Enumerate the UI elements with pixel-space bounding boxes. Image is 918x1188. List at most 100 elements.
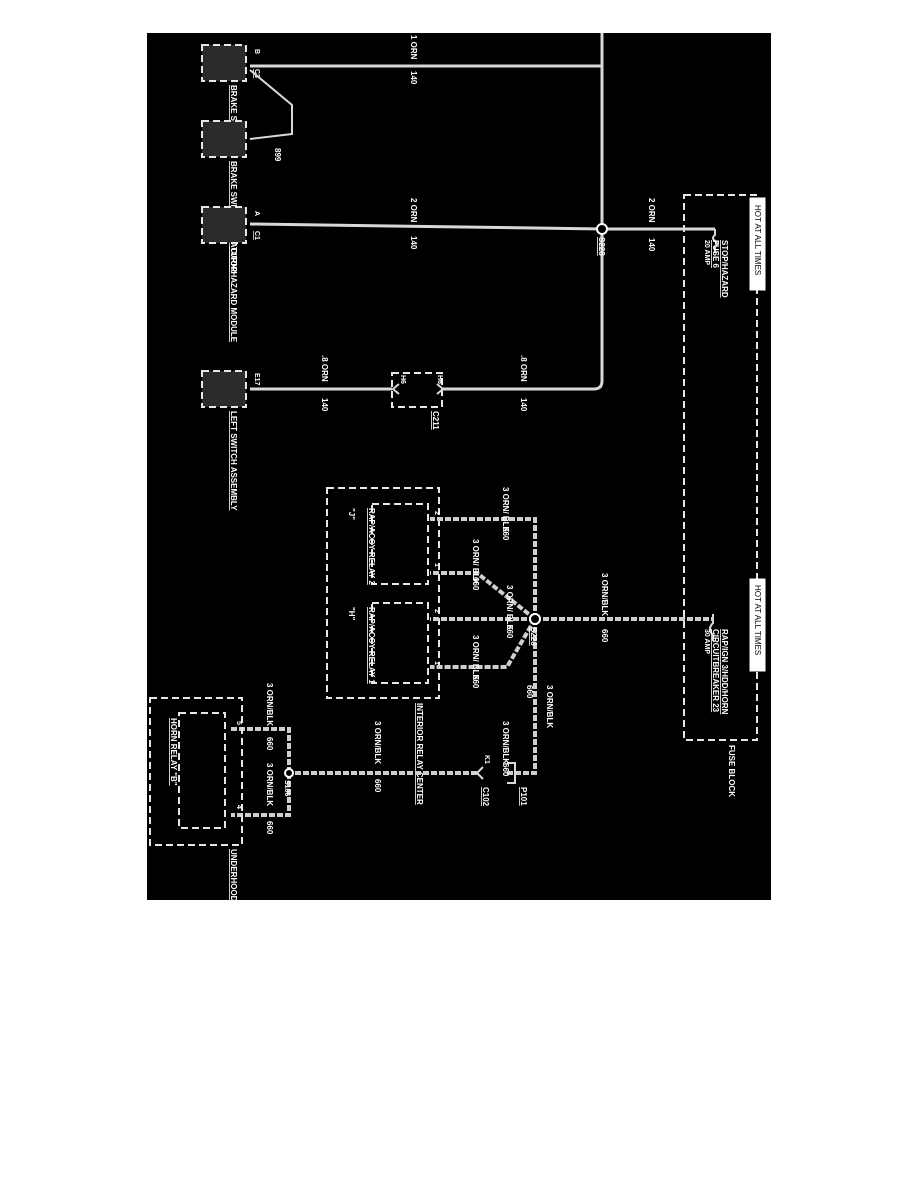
splice-s106-label: S106 (283, 780, 290, 796)
horn-relay-pin-top: 5 (235, 721, 242, 725)
wire-b6-color: 3 ORN/BLK (545, 685, 554, 728)
fuse-rating: 20 AMP (703, 240, 710, 265)
turn-hazard-module-label: TURN/HAZARD MODULE (229, 247, 238, 343)
rap-relay-1-pin-bottom: 1 (433, 661, 440, 665)
wire-140-turn (249, 222, 603, 231)
splice-s228 (596, 223, 608, 235)
breaker-rating: 30 AMP (703, 629, 710, 654)
interior-relay-center-label: INTERIOR RELAY CENTER (415, 703, 424, 805)
wire-w5-color: .8 ORN (320, 355, 329, 382)
horn-relay-pin-bottom: 4 (235, 805, 242, 809)
wire-b7-color: 3 ORN/BLK (501, 721, 510, 764)
fuse-symbol (712, 229, 718, 253)
splice-s226 (529, 613, 541, 625)
rap-relay-2-tag: "J" (347, 508, 356, 520)
left-switch-assembly-pin: E17 (253, 373, 260, 386)
splice-s226-label: S226 (529, 627, 538, 646)
horn-relay-label: HORN RELAY "B" (169, 718, 178, 786)
hot-label-1: HOT AT ALL TIMES (753, 205, 762, 275)
underhood-relay-center-label: UNDERHOOD RELAY CENTER (229, 849, 238, 900)
wire-w6-circuit: 899 (273, 148, 282, 162)
connector-c211-pin-b: H6 (399, 375, 406, 384)
brake-switch (201, 44, 247, 82)
fuse-block-label: FUSE BLOCK (727, 745, 736, 797)
splice-s228-label: S228 (597, 237, 606, 256)
underhood-relay-center (149, 697, 243, 846)
wire-b5-circuit: 660 (471, 675, 480, 689)
wire-660-p101 (507, 619, 537, 775)
turn-hazard-module-pin: A (253, 211, 260, 216)
breaker-id: CIRCUITBREAKER 23 (711, 629, 720, 713)
brake-switch-pin: B (253, 49, 260, 54)
wire-b4-circuit: 660 (505, 625, 514, 639)
connector-c102 (475, 766, 484, 780)
wire-140-trunk (443, 33, 604, 391)
connector-p101-label: P101 (519, 787, 528, 806)
wire-b5-color: 3 ORN/ BLK (471, 635, 480, 681)
wire-660-horn-bottom (231, 773, 291, 817)
wire-w4-color: .8 ORN (519, 355, 528, 382)
wiring-diagram: HOT AT ALL TIMES HOT AT ALL TIMES STOP/H… (149, 33, 766, 900)
wire-w5-circuit: 140 (320, 398, 329, 412)
wire-b2-color: 3 ORN/ BLK (501, 487, 510, 533)
circuit-breaker-symbol (709, 614, 714, 641)
fuse-name: STOP/HAZARD (720, 240, 729, 298)
interior-relay-center (326, 487, 440, 699)
rap-relay-2-label: RAP/ACCY RELAY 2 (367, 508, 376, 585)
hot-label-2: HOT AT ALL TIMES (753, 585, 762, 655)
wire-b9-color: 3 ORN/BLK (265, 683, 274, 726)
wire-b10-circuit: 660 (265, 821, 274, 835)
rap-relay-1-tag: "H" (347, 607, 356, 621)
rap-relay-2-pin-top: 2 (433, 511, 440, 515)
wire-b8-circuit: 660 (373, 779, 382, 793)
wire-b1-color: 3 ORN/BLK (600, 573, 609, 616)
connector-p101 (507, 762, 516, 784)
wire-b7-circuit: 660 (501, 763, 510, 777)
rap-relay-2-pin-bottom: 1 (433, 563, 440, 567)
wire-660-relay2-bottom (430, 571, 537, 621)
brake-switch-connector: C3 (253, 69, 260, 78)
rap-relay-1-pin-top: 2 (433, 609, 440, 613)
wire-w1-circuit: 140 (409, 71, 418, 85)
wire-899 (249, 69, 293, 140)
wire-b2-circuit: 660 (501, 527, 510, 541)
fuse-block-outline (683, 194, 758, 741)
wire-b6-circuit: 660 (525, 685, 534, 699)
wiring-diagram-panel: HOT AT ALL TIMES HOT AT ALL TIMES STOP/H… (147, 33, 771, 900)
turn-hazard-module-connector: C1 (253, 231, 260, 240)
brake-switch-label: BRAKE SWITCH (229, 85, 238, 147)
fuse-id: FUSE 6 (711, 240, 720, 269)
wire-w3-color: 2 ORN (647, 198, 656, 223)
wire-w4-circuit: 140 (519, 398, 528, 412)
rap-relay-1 (371, 602, 429, 684)
wire-b10-color: 3 ORN/BLK (265, 763, 274, 806)
brake-switch-capacitor (201, 120, 247, 158)
horn-relay (178, 712, 226, 829)
wire-w1-color: 1 ORN (409, 35, 418, 60)
rap-relay-1-label: RAP/ACCY RELAY 1 (367, 607, 376, 684)
connector-c102-pin: K1 (483, 755, 490, 764)
connector-c102-label: C102 (481, 787, 490, 807)
rap-relay-2 (371, 503, 429, 585)
hot-label-box-1 (749, 197, 766, 291)
breaker-name: RAP/IGN 3/HDD/HORN (720, 629, 729, 715)
wire-660-relay1-bottom (430, 617, 537, 669)
hot-label-box-2 (749, 578, 766, 672)
wire-w3-circuit: 140 (647, 238, 656, 252)
wire-b1-circuit: 660 (600, 629, 609, 643)
connector-c211-pin-a: H6 (436, 375, 443, 384)
wire-w2-circuit: 140 (409, 236, 418, 250)
wire-b3-circuit: 660 (471, 577, 480, 591)
wire-b8-color: 3 ORN/BLK (373, 721, 382, 764)
turn-hazard-module (201, 206, 247, 244)
wire-660-relay2-top (430, 517, 537, 619)
wire-b9-circuit: 660 (265, 737, 274, 751)
connector-c211-pins (391, 383, 445, 395)
splice-s106 (284, 768, 294, 778)
wire-b3-color: 3 ORN/ BLK (471, 539, 480, 585)
wire-w2-color: 2 ORN (409, 198, 418, 223)
wire-660-horn-top (231, 727, 291, 773)
wire-b4-color: 3 ORN/ BLK (505, 585, 514, 631)
left-switch-assembly (201, 370, 247, 408)
connector-c211-label: C211 (431, 411, 440, 430)
